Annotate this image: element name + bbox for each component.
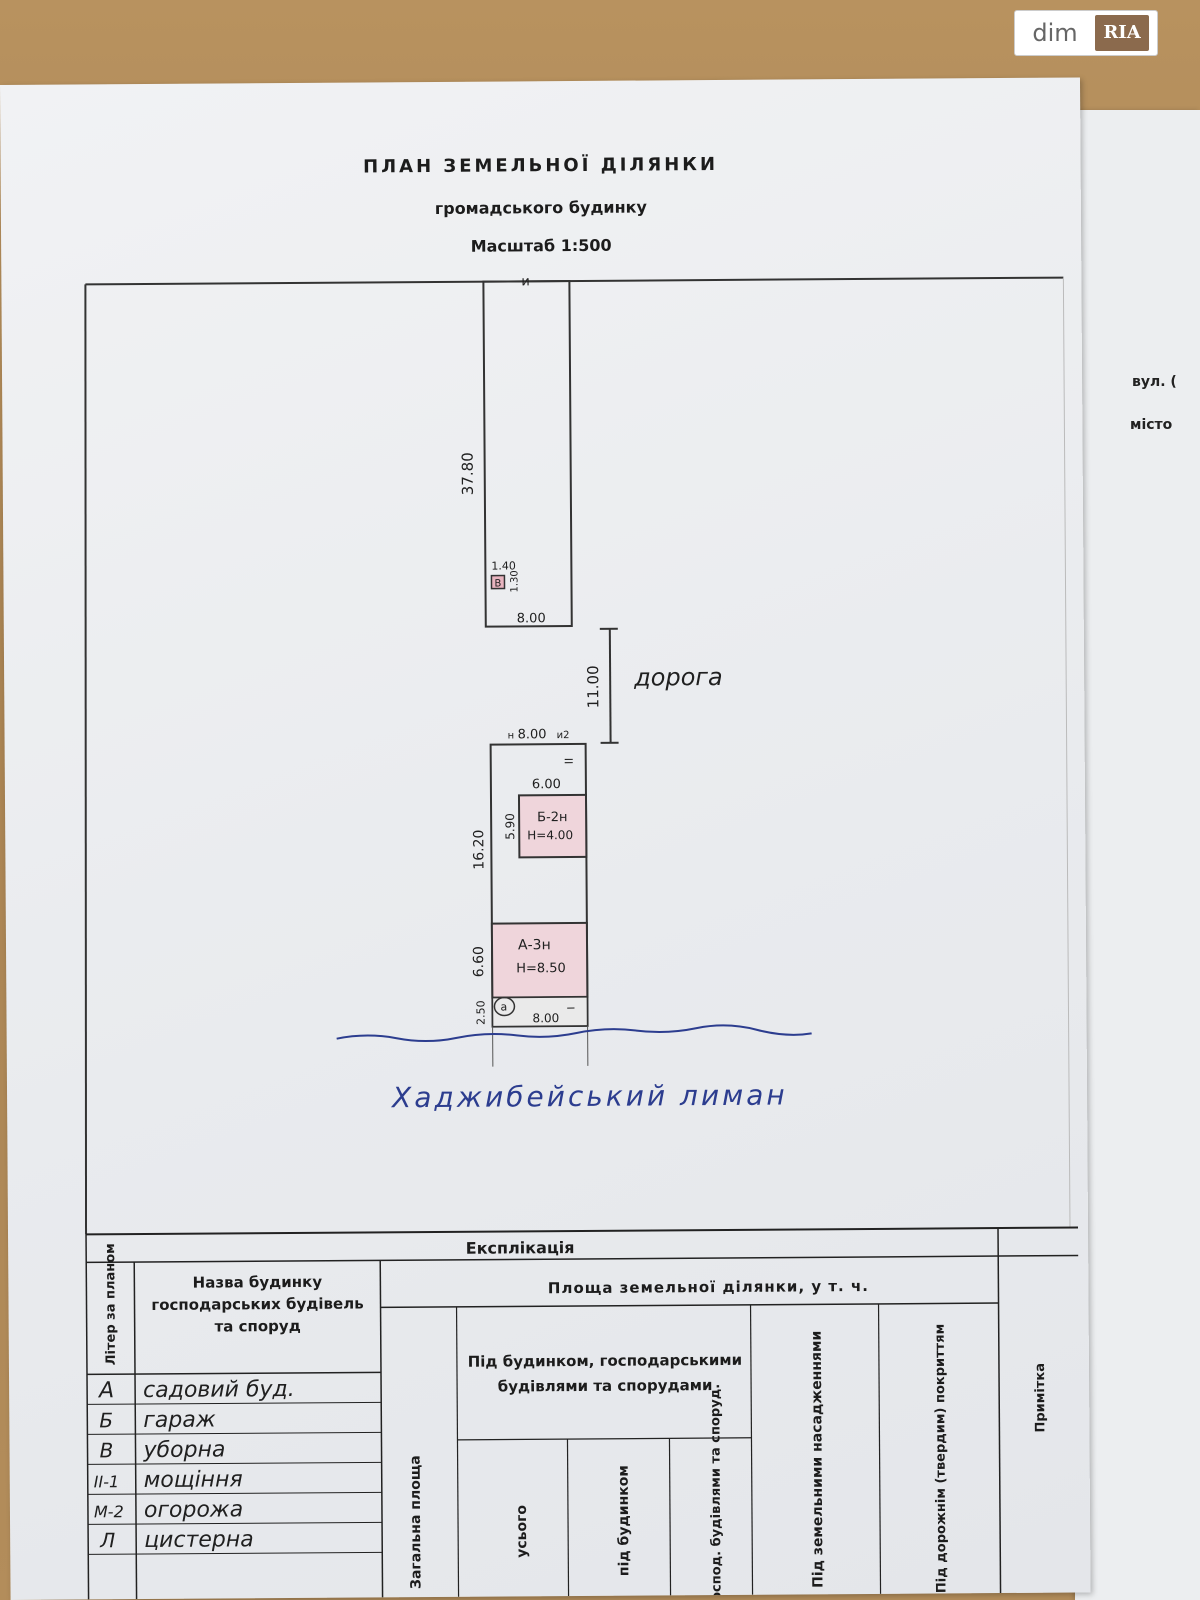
header-litera: Літер за планом <box>103 1243 119 1365</box>
header-outbuild: під господ. будівлями та споруд. <box>708 1384 725 1600</box>
dim-road-width: 11.00 <box>584 665 602 708</box>
house-label: А-3н <box>518 937 551 953</box>
lake-label: Хаджибейський лиман <box>390 1079 788 1115</box>
row-divider-1 <box>87 1401 382 1405</box>
table-col-house-divider <box>668 1438 672 1596</box>
table-col-built-divider <box>749 1304 754 1595</box>
garage-building <box>517 793 588 859</box>
table-title-divider <box>86 1254 1079 1264</box>
row-letter: М-2 <box>94 1502 124 1521</box>
header-built-group: Під будинком, господарськими будівлями т… <box>467 1350 743 1396</box>
plan-frame-left <box>84 284 88 1235</box>
paving-label: а <box>500 1000 507 1013</box>
header-note: Примітка <box>1033 1363 1048 1433</box>
dim-plot-length: 16.20 <box>471 830 487 870</box>
logo-ria-text: RIA <box>1095 15 1149 51</box>
row-top-divider <box>86 1371 382 1376</box>
row-divider-2 <box>87 1431 382 1435</box>
row-letter: Б <box>99 1408 113 1432</box>
table-col-green-divider <box>877 1303 882 1594</box>
row-name: цистерна <box>144 1527 254 1553</box>
table-title: Експлікація <box>466 1238 575 1258</box>
road-dimension-line <box>608 628 612 743</box>
table-col-all-divider <box>566 1439 570 1597</box>
row-divider-4 <box>87 1491 382 1495</box>
logo-dim-text: dim <box>1032 19 1078 47</box>
dim-long-side: 37.80 <box>459 452 477 495</box>
table-col-name-divider <box>379 1260 384 1598</box>
table-col-note-divider <box>997 1228 1002 1594</box>
dimria-watermark-logo: dim RIA <box>1014 10 1158 56</box>
plan-frame-right <box>1062 277 1071 1228</box>
plan-drawing: и 37.80 В 1.40 1.30 8.00 11.00 дорога 8.… <box>84 274 1079 1600</box>
dim-front-width: 8.00 <box>517 727 546 742</box>
table-col-total-divider <box>455 1306 460 1597</box>
row-divider-6 <box>88 1551 383 1555</box>
row-divider-5 <box>88 1521 383 1525</box>
row-letter: А <box>97 1378 114 1403</box>
header-green: Під земельними насадженнями <box>809 1331 827 1588</box>
row-letter: Л <box>99 1528 115 1552</box>
header-name: Назва будинку господарських будівель та … <box>151 1272 364 1336</box>
dim-paving-depth: 2.50 <box>474 1000 487 1025</box>
land-plot-plan-sheet: ПЛАН ЗЕМЕЛЬНОЇ ДІЛЯНКИ громадського буди… <box>0 77 1091 1600</box>
marker-small-top: II <box>563 758 576 765</box>
row-name: огорожа <box>144 1497 243 1523</box>
dim-toilet-b: 1.30 <box>509 570 520 592</box>
side-city-label: місто <box>1130 417 1173 433</box>
side-document-sheet: вул. ( місто <box>1075 110 1200 1600</box>
header-road: Під дорожнім (твердим) покриттям <box>933 1324 950 1593</box>
rear-plot-strip <box>482 280 573 628</box>
row-letter: II-1 <box>94 1472 120 1491</box>
house-height: Н=8.50 <box>516 961 566 976</box>
row-name: мощіння <box>144 1467 243 1493</box>
road-label: дорога <box>633 663 723 692</box>
row-divider-3 <box>87 1461 382 1465</box>
dim-house-depth: 6.60 <box>471 946 487 977</box>
marker-top: и <box>521 274 530 289</box>
dim-garage-width: 6.00 <box>532 777 561 792</box>
table-built-subdivider <box>457 1437 752 1441</box>
plan-frame-top <box>85 276 1064 286</box>
garage-height: Н=4.00 <box>527 828 573 842</box>
toilet-building <box>490 574 506 590</box>
row-name: садовий буд. <box>143 1377 295 1403</box>
header-all: усього <box>514 1505 530 1558</box>
marker-front-left: н <box>508 730 515 741</box>
header-built-group-box: Під будинком, господарськими будівлями т… <box>467 1350 743 1396</box>
marker-front-right: и2 <box>557 730 570 741</box>
table-left-border <box>85 1234 90 1600</box>
garage-label: Б-2н <box>537 810 567 825</box>
paving-strip <box>491 996 589 1028</box>
table-area-group-divider <box>380 1302 999 1309</box>
dim-toilet-a: 1.40 <box>491 559 516 572</box>
shoreline <box>336 1024 812 1043</box>
table-top-border <box>86 1226 1079 1236</box>
toilet-label: В <box>494 579 501 590</box>
table-col-letter-divider <box>133 1262 138 1600</box>
dim-rear-width: 8.00 <box>517 611 546 626</box>
header-house: під будинком <box>616 1465 633 1576</box>
row-letter: В <box>99 1438 113 1462</box>
header-area-group: Площа земельної ділянки, у т. ч. <box>548 1277 869 1297</box>
row-name: уборна <box>142 1437 225 1463</box>
header-name-box: Назва будинку господарських будівель та … <box>151 1272 364 1336</box>
dim-bottom-width: 8.00 <box>532 1011 559 1025</box>
paving-marker-circle <box>493 996 516 1017</box>
side-street-label: вул. ( <box>1132 374 1177 390</box>
marker-small-bottom: I <box>566 1007 577 1010</box>
dim-garage-depth: 5.90 <box>503 813 517 840</box>
header-total: Загальна площа <box>408 1455 425 1589</box>
row-name: гараж <box>143 1408 216 1434</box>
